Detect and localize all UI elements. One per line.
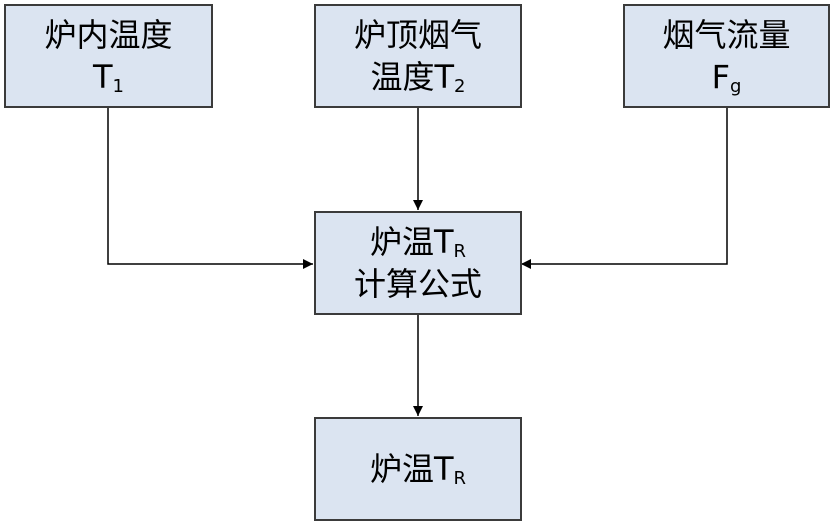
symbol-main: 温度T [370, 58, 455, 96]
node-output-symbol: 炉温TR [370, 448, 466, 490]
node-formula-title: 计算公式 [353, 265, 482, 303]
node-top-flue-gas-temperature: 炉顶烟气 温度T2 [314, 4, 522, 108]
symbol-main: 炉温T [369, 450, 454, 488]
symbol-subscript: R [453, 241, 467, 262]
symbol-main: F [711, 58, 730, 96]
arrow-flue-flow-to-formula [521, 107, 728, 269]
node-top-flue-gas-symbol: 温度T2 [370, 56, 465, 98]
node-inner-temperature-symbol: T1 [93, 56, 124, 98]
node-inner-temperature: 炉内温度 T1 [4, 4, 213, 108]
node-flue-gas-flow: 烟气流量 Fg [623, 4, 830, 108]
node-top-flue-gas-title: 炉顶烟气 [353, 16, 482, 54]
arrow-inner-temp-to-formula [107, 107, 313, 269]
symbol-main: 炉温T [369, 223, 454, 261]
node-formula-symbol: 炉温TR [370, 221, 466, 263]
symbol-subscript: R [453, 468, 467, 489]
node-flue-gas-flow-title: 烟气流量 [662, 16, 791, 54]
symbol-subscript: g [729, 76, 742, 97]
node-flue-gas-flow-symbol: Fg [712, 56, 742, 98]
node-formula: 炉温TR 计算公式 [314, 211, 522, 315]
symbol-subscript: 1 [112, 76, 124, 97]
symbol-main: T [93, 58, 113, 96]
node-output-temperature: 炉温TR [314, 417, 522, 521]
symbol-subscript: 2 [454, 76, 466, 97]
node-inner-temperature-title: 炉内温度 [44, 16, 173, 54]
